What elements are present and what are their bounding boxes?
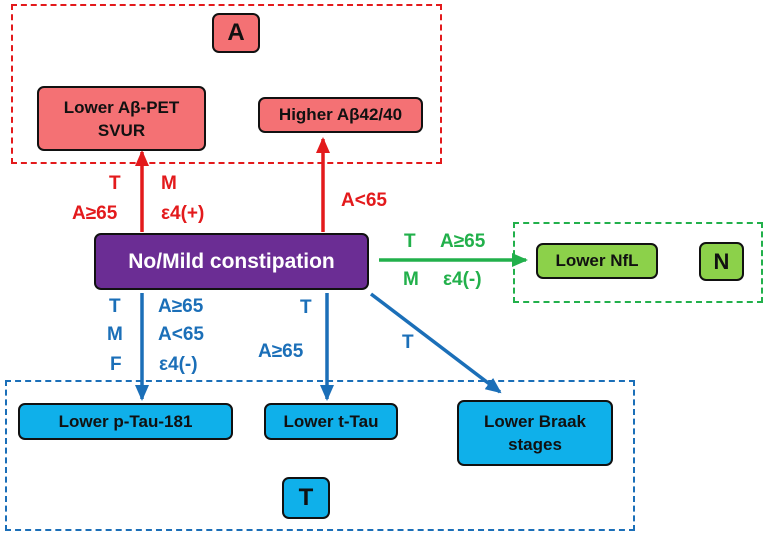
label-ratio-age: A<65 bbox=[341, 190, 387, 211]
label-nfl-apoe: ε4(-) bbox=[443, 269, 482, 290]
label-braak-t: T bbox=[402, 332, 414, 353]
amyloid-group-badge: A bbox=[212, 13, 260, 53]
label-pet-age: A≥65 bbox=[72, 203, 118, 224]
label-nfl-t: T bbox=[404, 231, 416, 252]
node-braak: Lower Braak stages bbox=[457, 400, 613, 466]
label-ptau-f: F bbox=[110, 354, 122, 375]
node-abeta-pet-line1: Lower Aβ-PET bbox=[63, 97, 180, 117]
label-nfl-age: A≥65 bbox=[440, 231, 486, 252]
amyloid-group-region bbox=[11, 4, 442, 164]
label-ptau-age2: A<65 bbox=[158, 324, 204, 345]
label-pet-t: T bbox=[109, 173, 121, 194]
label-ptau-t: T bbox=[109, 296, 121, 317]
node-nfl: Lower NfL bbox=[536, 243, 658, 279]
label-nfl-m: M bbox=[403, 269, 419, 290]
node-braak-line2: stages bbox=[508, 435, 562, 454]
node-ptau: Lower p-Tau-181 bbox=[18, 403, 233, 440]
node-abeta-pet: Lower Aβ-PET SVUR bbox=[37, 86, 206, 151]
label-ptau-apoe: ε4(-) bbox=[159, 354, 198, 375]
tau-group-badge: T bbox=[282, 477, 330, 519]
label-ptau-m: M bbox=[107, 324, 123, 345]
tau-group-region bbox=[5, 380, 635, 531]
neurodegeneration-group-badge: N bbox=[699, 242, 744, 281]
node-braak-line1: Lower Braak bbox=[483, 412, 587, 431]
label-ptau-age1: A≥65 bbox=[158, 296, 204, 317]
center-node-constipation: No/Mild constipation bbox=[94, 233, 369, 290]
label-pet-m: M bbox=[161, 173, 177, 194]
node-abeta-pet-line2: SVUR bbox=[97, 120, 146, 140]
arrow-to-braak bbox=[369, 292, 502, 394]
node-ttau: Lower t-Tau bbox=[264, 403, 398, 440]
label-ttau-age: A≥65 bbox=[258, 341, 304, 362]
label-pet-apoe: ε4(+) bbox=[161, 203, 205, 224]
label-ttau-t: T bbox=[300, 297, 312, 318]
node-abeta-ratio: Higher Aβ42/40 bbox=[258, 97, 423, 133]
